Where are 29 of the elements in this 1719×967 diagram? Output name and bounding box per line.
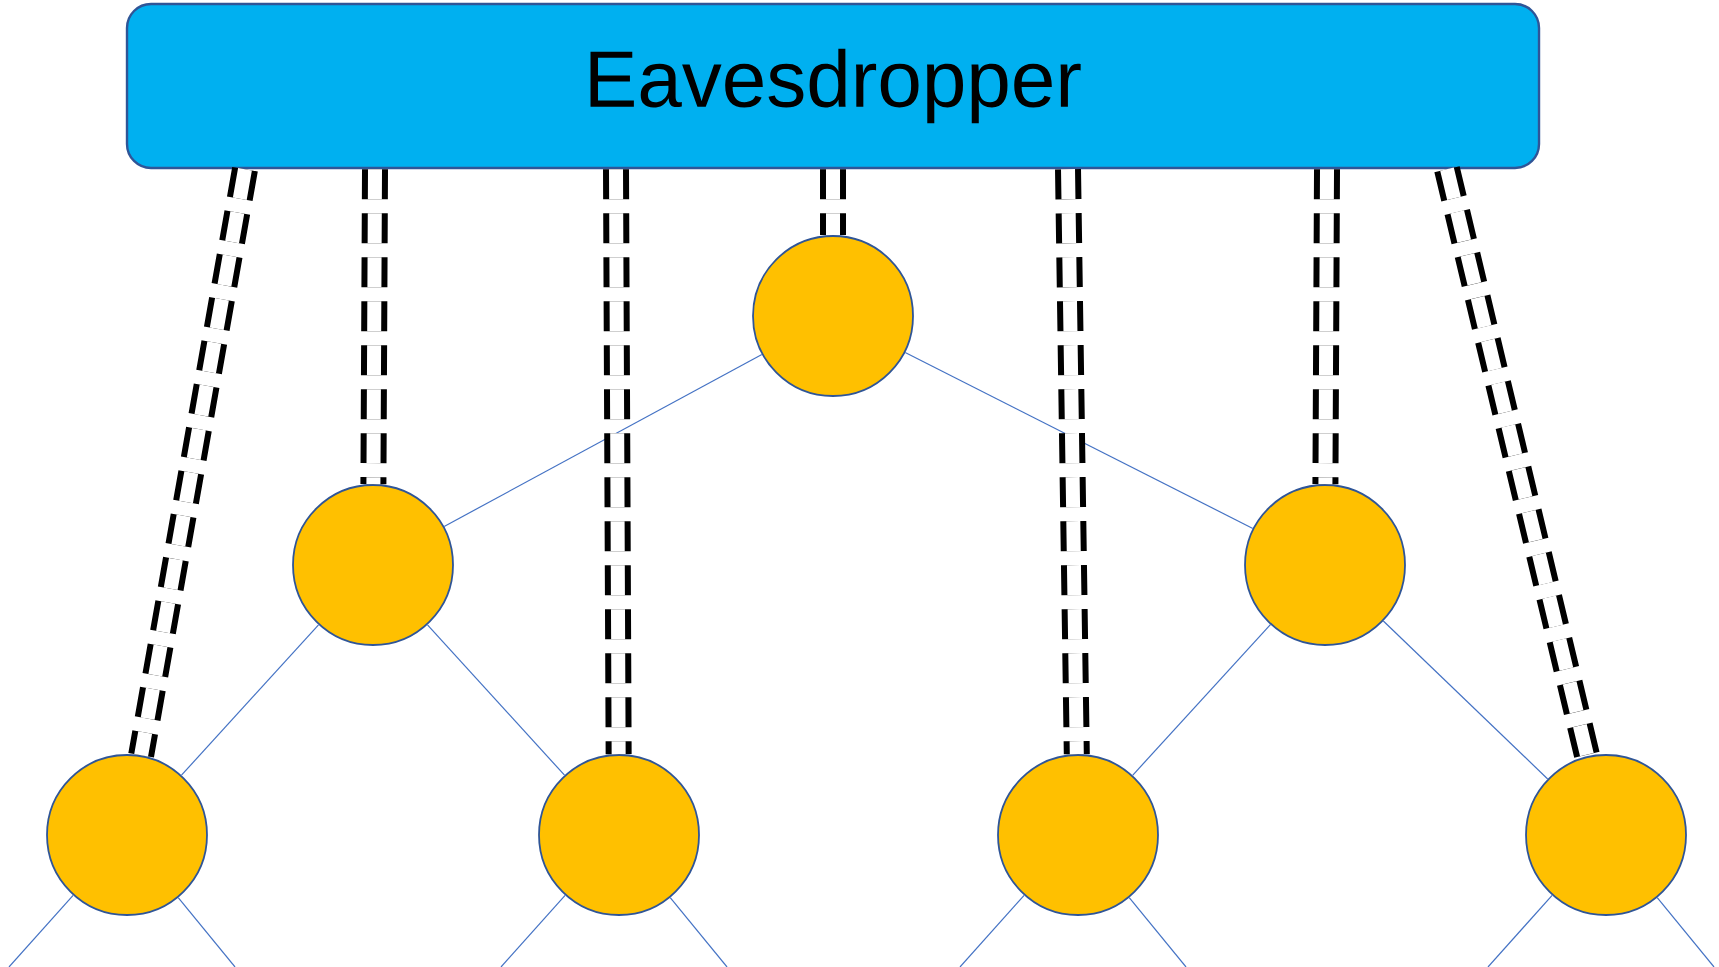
tree-line bbox=[669, 897, 728, 967]
tree-line bbox=[1656, 897, 1715, 967]
double-dashed-line bbox=[820, 169, 846, 236]
tree-line bbox=[500, 894, 566, 967]
double-dashed-line bbox=[128, 166, 258, 758]
tree-node-circle bbox=[997, 754, 1159, 916]
tree-line bbox=[1128, 897, 1187, 967]
tree-line bbox=[1487, 894, 1553, 967]
tree-line bbox=[443, 353, 763, 528]
tree-line bbox=[8, 894, 74, 967]
tree-line bbox=[426, 624, 566, 776]
double-dashed-line bbox=[603, 169, 632, 755]
tree-line bbox=[959, 894, 1025, 967]
tree-line bbox=[1132, 624, 1271, 776]
tree-node-circle bbox=[1525, 754, 1687, 916]
double-dashed-line bbox=[1434, 166, 1600, 760]
tree-line bbox=[904, 351, 1254, 530]
tree-node-circle bbox=[752, 235, 914, 397]
tree-node-circle bbox=[1244, 484, 1406, 646]
tree-node-circle bbox=[292, 484, 454, 646]
double-dashed-line bbox=[360, 169, 388, 485]
tree-node-circle bbox=[46, 754, 208, 916]
eavesdropper-box: Eavesdropper bbox=[125, 2, 1541, 170]
tree-node-circle bbox=[538, 754, 700, 916]
tree-line bbox=[177, 897, 236, 967]
tree-line bbox=[180, 624, 320, 776]
tree-line bbox=[1382, 620, 1549, 780]
double-dashed-line bbox=[1055, 169, 1090, 755]
double-dashed-line bbox=[1312, 169, 1340, 485]
